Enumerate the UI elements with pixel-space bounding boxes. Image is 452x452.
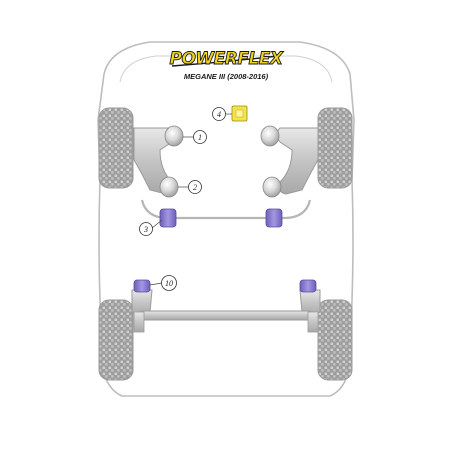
anti-roll-bar-bush-left xyxy=(159,208,177,228)
callout-4: 4 xyxy=(212,107,226,121)
callout-1: 1 xyxy=(193,130,207,144)
rear-left-tyre xyxy=(98,299,134,381)
rear-beam-bracket-right xyxy=(307,311,319,333)
rear-beam xyxy=(139,310,313,321)
front-left-bush-upper xyxy=(164,125,184,147)
anti-roll-bar-bush-right xyxy=(265,208,283,228)
rear-beam-bracket-left xyxy=(133,311,145,333)
callout-10: 10 xyxy=(161,275,177,291)
front-left-tyre xyxy=(98,107,134,189)
rear-right-tyre xyxy=(317,299,353,381)
front-left-bush-lower xyxy=(159,176,179,198)
callout-3-leader xyxy=(151,219,163,229)
rear-beam-bush-right xyxy=(299,279,317,293)
callout-4-label: 4 xyxy=(217,110,221,119)
callout-2-label: 2 xyxy=(193,183,197,192)
callout-3-label: 3 xyxy=(143,225,148,234)
powerflex-logo: POWERFLEX xyxy=(169,49,285,70)
front-right-lower-arm xyxy=(276,127,319,195)
model-label: MEGANE III (2008-2016) xyxy=(184,72,269,81)
callout-3: 3 xyxy=(139,222,153,236)
callout-1-label: 1 xyxy=(198,133,202,142)
front-anti-roll-bar xyxy=(140,199,312,220)
rear-beam-bush-left xyxy=(133,279,151,293)
car-body-inner xyxy=(119,55,333,83)
engine-mount-core xyxy=(235,109,244,118)
front-right-bush-lower xyxy=(262,176,282,198)
logo-swoosh xyxy=(171,55,279,67)
front-right-bush-upper xyxy=(260,125,280,147)
front-right-tyre xyxy=(317,107,353,189)
callout-2: 2 xyxy=(188,180,202,194)
callout-10-leader xyxy=(149,282,163,286)
callout-10-label: 10 xyxy=(165,279,173,288)
logo-text: POWERFLEX xyxy=(169,49,283,69)
